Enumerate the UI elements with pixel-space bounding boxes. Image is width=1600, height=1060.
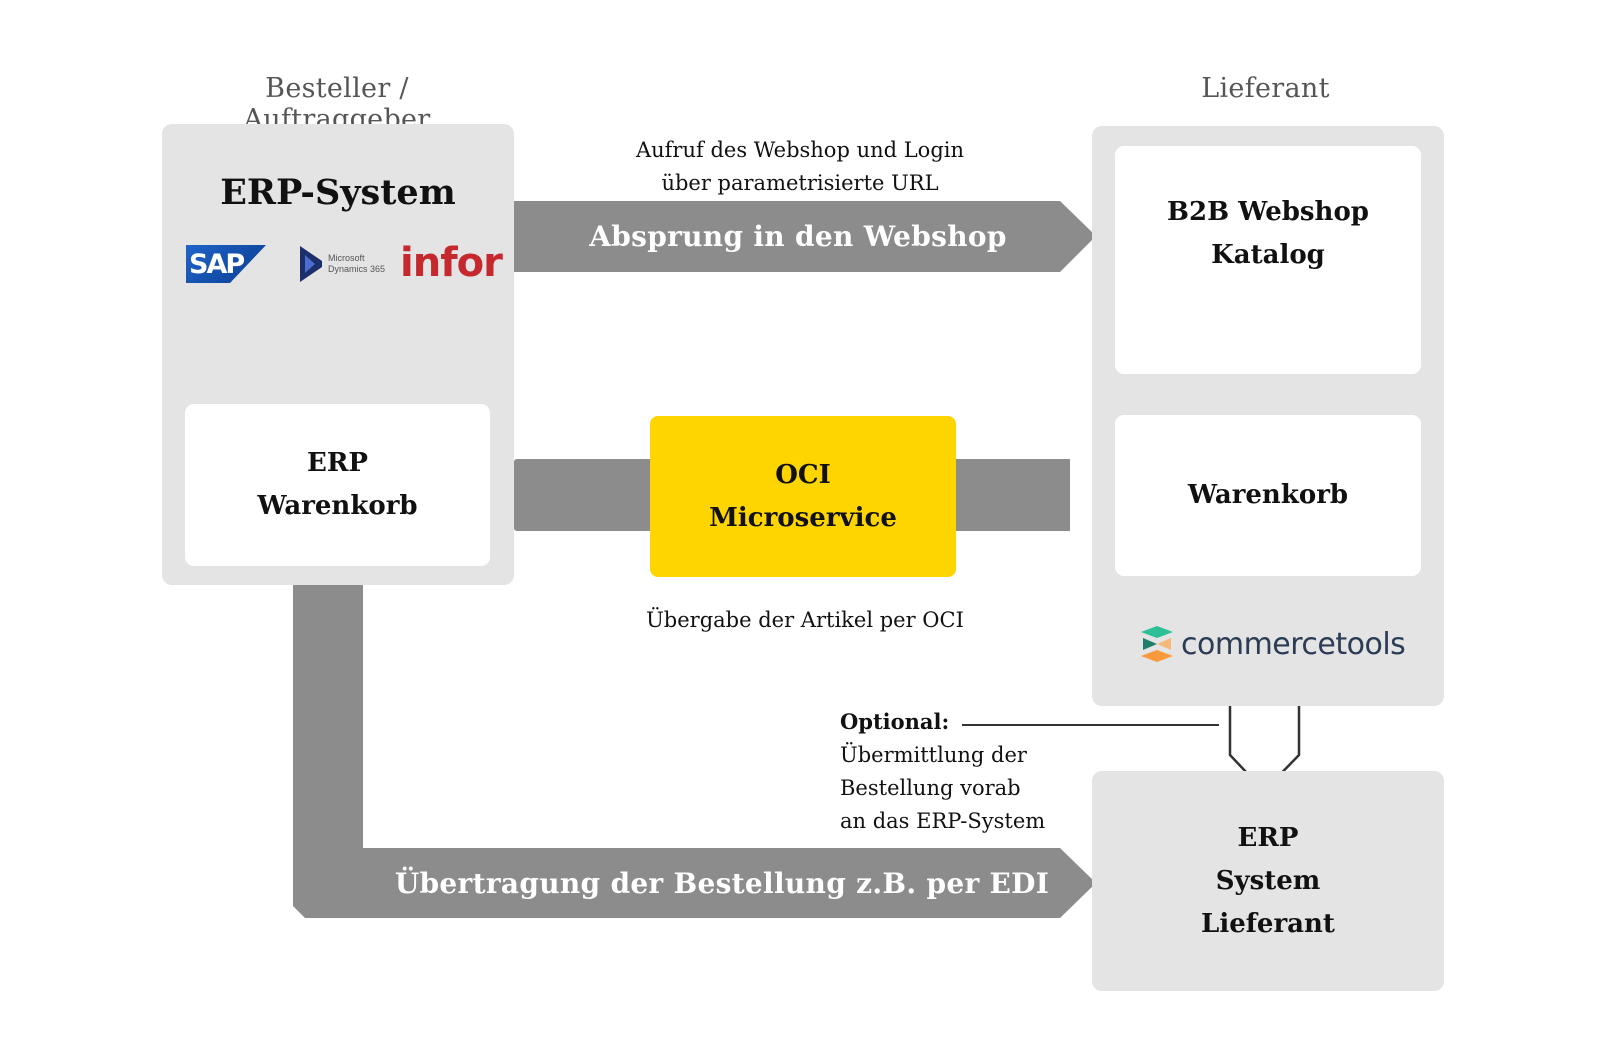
commercetools-wordmark: commercetools (1181, 626, 1406, 662)
jump-arrow-label: Absprung in den Webshop (589, 220, 1007, 253)
supplier-cart-label: Warenkorb (1187, 480, 1349, 510)
note-line3: an das ERP-System (840, 809, 1046, 833)
oci-microservice-box: OCI Microservice (650, 416, 956, 577)
supplier-cart-card: Warenkorb (1115, 415, 1421, 576)
dynamics-icon (300, 246, 322, 282)
dynamics-logo: Microsoft Dynamics 365 (300, 246, 385, 282)
note-line2: Bestellung vorab (840, 776, 1021, 800)
transfer-caption: Übergabe der Artikel per OCI (646, 608, 964, 632)
buyer-cart-line2: Warenkorb (257, 491, 418, 521)
note-title: Optional: (840, 709, 950, 734)
webshop-line1: B2B Webshop (1167, 197, 1369, 227)
buyer-erp-title: ERP-System (220, 172, 456, 213)
dynamics-logo-line1: Microsoft (328, 253, 365, 263)
infor-logo: infor (400, 240, 503, 286)
supplier-erp-line2: System (1215, 865, 1321, 896)
supplier-column-header: Lieferant (1201, 73, 1330, 104)
commercetools-logo: commercetools (1141, 626, 1406, 662)
webshop-line2: Katalog (1211, 240, 1325, 270)
buyer-cart-line1: ERP (307, 448, 368, 478)
jump-caption: Aufruf des Webshop und Login über parame… (560, 134, 1040, 200)
supplier-erp-panel: ERP System Lieferant (1092, 771, 1444, 991)
optional-note: Optional: Übermittlung der Bestellung vo… (840, 705, 1090, 838)
oci-line1: OCI (775, 459, 831, 490)
note-line1: Übermittlung der (840, 743, 1027, 767)
order-arrow-label: Übertragung der Bestellung z.B. per EDI (394, 866, 1050, 900)
dynamics-logo-line2: Dynamics 365 (328, 264, 386, 274)
webshop-catalog-card: B2B Webshop Katalog (1115, 146, 1421, 374)
buyer-erp-cart-card: ERP Warenkorb (185, 404, 490, 566)
order-arrow (293, 575, 1096, 918)
supplier-erp-line3: Lieferant (1201, 908, 1335, 939)
supplier-erp-line1: ERP (1237, 822, 1299, 853)
jump-caption-line1: Aufruf des Webshop und Login (635, 138, 965, 162)
jump-caption-line2: über parametrisierte URL (661, 171, 939, 195)
jump-arrow (500, 201, 1096, 272)
oci-line2: Microservice (709, 502, 897, 533)
commercetools-icon (1141, 626, 1173, 662)
